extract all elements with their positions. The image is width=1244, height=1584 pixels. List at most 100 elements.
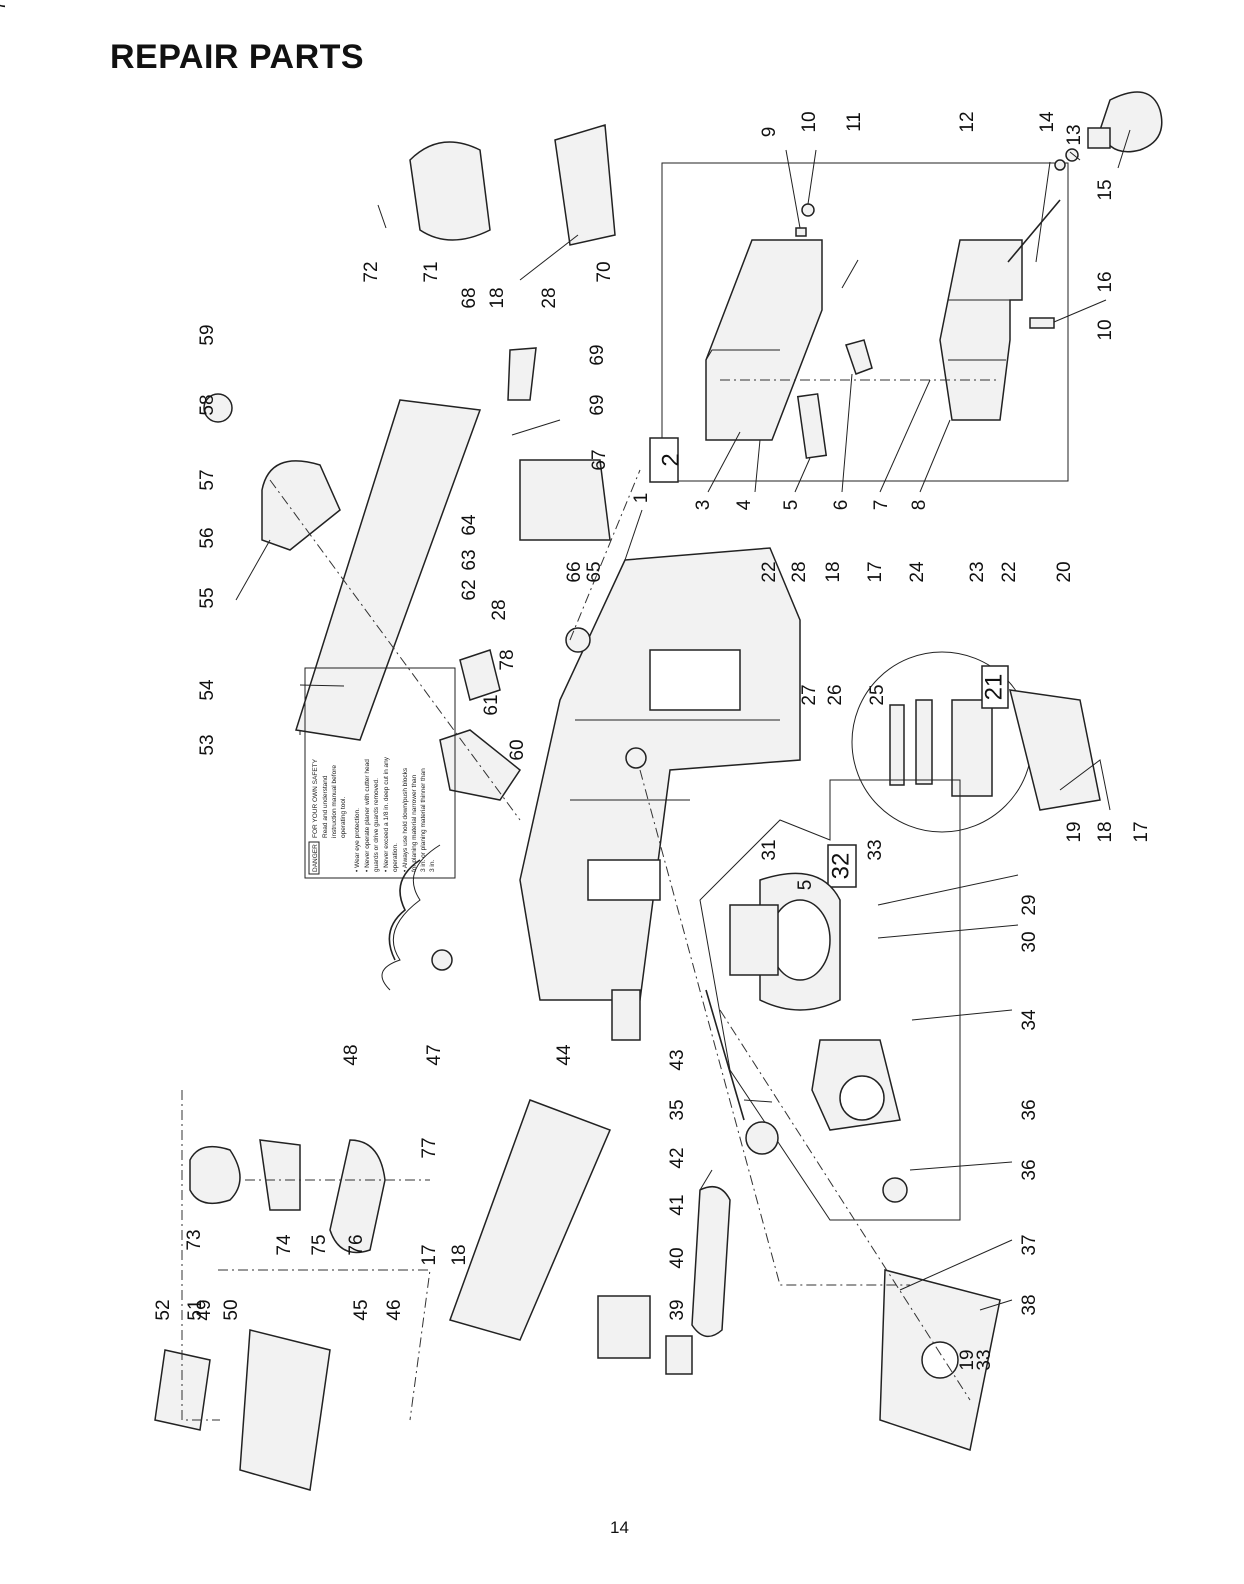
callout-63: 63 bbox=[459, 549, 480, 570]
callout-4: 4 bbox=[734, 499, 755, 510]
cutter-guard bbox=[261, 460, 341, 551]
callout-33: 33 bbox=[974, 1349, 995, 1370]
callout-24: 24 bbox=[907, 561, 928, 583]
left-rail bbox=[295, 399, 482, 741]
callout-59: 59 bbox=[197, 324, 218, 345]
svg-text:3 in.: 3 in. bbox=[429, 860, 436, 872]
boxed-label-2: 2 bbox=[657, 453, 684, 466]
callout-54: 54 bbox=[197, 679, 218, 701]
callout-17: 17 bbox=[865, 561, 886, 582]
svg-text:3 in. or planing material thin: 3 in. or planing material thinner than bbox=[420, 768, 427, 872]
callout-70: 70 bbox=[594, 261, 615, 282]
callout-22: 22 bbox=[759, 561, 780, 582]
callout-40: 40 bbox=[667, 1247, 688, 1268]
callout-74: 74 bbox=[274, 1234, 295, 1256]
callout-65: 65 bbox=[584, 561, 605, 582]
callout-3: 3 bbox=[693, 500, 714, 511]
svg-text:• Never operate planer with cu: • Never operate planer with cutter head bbox=[364, 759, 371, 872]
boxed-label-32: 32 bbox=[827, 853, 854, 880]
callout-30: 30 bbox=[1019, 931, 1040, 952]
callout-1: 1 bbox=[631, 493, 652, 504]
leader-lines bbox=[235, 129, 1131, 1311]
callout-72: 72 bbox=[361, 261, 382, 282]
callout-26: 26 bbox=[825, 684, 846, 705]
callout-50: 50 bbox=[221, 1299, 242, 1320]
callout-66: 66 bbox=[564, 561, 585, 582]
callout-11: 11 bbox=[844, 112, 865, 132]
callout-52: 52 bbox=[153, 1299, 174, 1320]
callout-68: 68 bbox=[459, 287, 480, 308]
callout-78: 78 bbox=[497, 649, 518, 670]
callout-10: 10 bbox=[1095, 319, 1116, 340]
callout-49: 49 bbox=[194, 1299, 215, 1320]
callout-43: 43 bbox=[667, 1049, 688, 1070]
callout-73: 73 bbox=[184, 1229, 205, 1250]
callout-19: 19 bbox=[1064, 821, 1085, 842]
callout-58: 58 bbox=[197, 394, 218, 415]
callout-7: 7 bbox=[871, 500, 892, 511]
callout-69: 69 bbox=[587, 394, 608, 415]
callout-19: 19 bbox=[957, 1349, 978, 1370]
callout-61: 61 bbox=[481, 694, 502, 715]
callout-45: 45 bbox=[351, 1299, 372, 1320]
callout-5: 5 bbox=[795, 880, 816, 891]
svg-text:• Always use hold down/push bl: • Always use hold down/push blocks bbox=[402, 767, 409, 872]
callout-53: 53 bbox=[197, 734, 218, 755]
callout-56: 56 bbox=[197, 527, 218, 548]
callout-42: 42 bbox=[667, 1147, 688, 1168]
callout-75: 75 bbox=[309, 1234, 330, 1255]
callout-5: 5 bbox=[781, 500, 802, 511]
callout-36: 36 bbox=[1019, 1159, 1040, 1180]
svg-text:DANGER: DANGER bbox=[312, 844, 319, 872]
callout-23: 23 bbox=[967, 561, 988, 582]
callout-62: 62 bbox=[459, 579, 480, 600]
callout-47: 47 bbox=[424, 1044, 445, 1065]
callout-76: 76 bbox=[346, 1234, 367, 1255]
callout-35: 35 bbox=[667, 1099, 688, 1120]
callout-46: 46 bbox=[384, 1299, 405, 1320]
callout-8: 8 bbox=[909, 500, 930, 511]
svg-text:for planing material narrower: for planing material narrower than bbox=[411, 774, 418, 872]
callout-44: 44 bbox=[554, 1044, 575, 1066]
callout-28: 28 bbox=[539, 287, 560, 308]
svg-text:• Wear eye protection.: • Wear eye protection. bbox=[354, 808, 361, 872]
callout-57: 57 bbox=[197, 469, 218, 490]
callout-25: 25 bbox=[867, 684, 888, 705]
callout-28: 28 bbox=[489, 599, 510, 620]
callout-38: 38 bbox=[1019, 1294, 1040, 1315]
callout-13: 13 bbox=[1064, 124, 1085, 145]
callout-37: 37 bbox=[1019, 1234, 1040, 1255]
callout-15: 15 bbox=[1095, 179, 1116, 200]
svg-text:instruction manual before: instruction manual before bbox=[331, 765, 338, 838]
callout-14: 14 bbox=[1037, 111, 1058, 133]
callout-18: 18 bbox=[449, 1244, 470, 1265]
callout-71: 71 bbox=[421, 261, 442, 282]
svg-text:FOR YOUR OWN SAFETY: FOR YOUR OWN SAFETY bbox=[312, 758, 319, 838]
callout-36: 36 bbox=[1019, 1099, 1040, 1120]
callout-51: 51 bbox=[185, 1299, 206, 1320]
callout-9: 9 bbox=[759, 127, 780, 138]
svg-text:• Never exceed a 1/8 in. deep: • Never exceed a 1/8 in. deep cut in any bbox=[383, 756, 390, 872]
fence-assembly-inset: 2 bbox=[649, 91, 1163, 483]
page-number: 14 bbox=[610, 1518, 629, 1537]
callout-16: 16 bbox=[1095, 271, 1116, 292]
svg-text:guards or drive guards removed: guards or drive guards removed. bbox=[373, 778, 380, 872]
callout-17: 17 bbox=[1131, 821, 1152, 842]
callout-79: 79 bbox=[0, 0, 10, 11]
main-frame bbox=[519, 547, 801, 1041]
callout-34: 34 bbox=[1019, 1009, 1040, 1031]
callout-55: 55 bbox=[197, 587, 218, 608]
callout-6: 6 bbox=[831, 500, 852, 511]
callout-41: 41 bbox=[667, 1194, 688, 1215]
svg-text:operating tool.: operating tool. bbox=[340, 797, 347, 838]
callout-17: 17 bbox=[419, 1244, 440, 1265]
svg-text:operation.: operation. bbox=[392, 843, 399, 872]
page-title: REPAIR PARTS bbox=[110, 38, 365, 76]
callout-27: 27 bbox=[799, 684, 820, 705]
callout-18: 18 bbox=[1095, 821, 1116, 842]
callout-39: 39 bbox=[667, 1299, 688, 1320]
callout-20: 20 bbox=[1054, 561, 1075, 582]
callout-12: 12 bbox=[957, 111, 978, 132]
